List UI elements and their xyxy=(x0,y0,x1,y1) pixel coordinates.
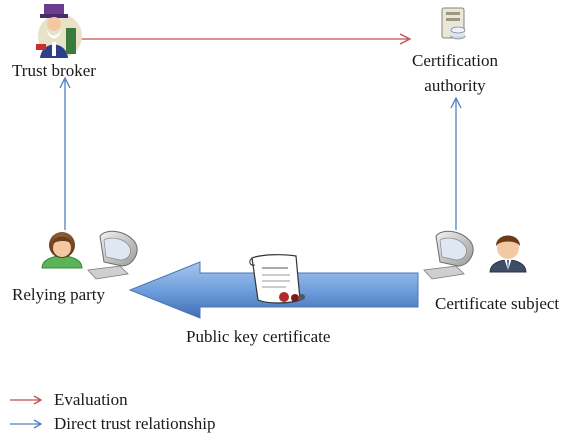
direct-trust-arrow-left xyxy=(59,76,71,230)
blue-arrow-icon xyxy=(10,419,43,429)
direct-trust-arrow-right xyxy=(450,96,462,230)
certificate-subject-person-icon xyxy=(489,235,527,273)
public-key-certificate-label: Public key certificate xyxy=(186,327,331,346)
server-icon xyxy=(441,7,466,40)
legend-evaluation: Evaluation xyxy=(8,389,128,411)
trust-broker-icon xyxy=(36,4,82,58)
legend-direct-trust: Direct trust relationship xyxy=(8,413,215,435)
legend-direct-trust-label: Direct trust relationship xyxy=(54,414,216,433)
certificate-document-icon xyxy=(249,254,305,304)
certificate-subject-label: Certificate subject xyxy=(435,294,560,313)
relying-party-person-icon xyxy=(41,232,83,269)
relying-party-computer-icon xyxy=(87,230,138,280)
red-arrow-icon xyxy=(10,395,43,405)
trust-broker-label: Trust broker xyxy=(12,61,96,80)
legend-evaluation-label: Evaluation xyxy=(54,390,128,409)
certification-authority-label-line1: Certification xyxy=(412,51,498,70)
relying-party-label: Relying party xyxy=(12,285,106,304)
certification-authority-label-line2: authority xyxy=(424,76,486,95)
evaluation-arrow xyxy=(76,33,412,45)
certificate-subject-computer-icon xyxy=(423,230,474,280)
